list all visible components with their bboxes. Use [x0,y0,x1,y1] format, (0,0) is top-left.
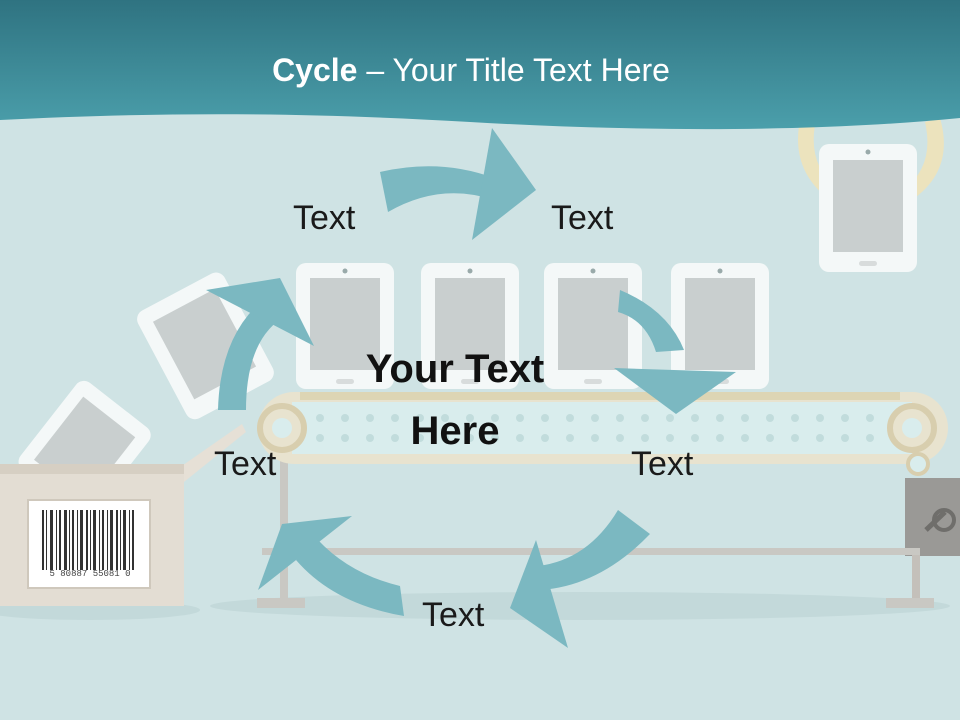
cycle-arrow-left-head [206,278,314,346]
cycle-arrow-bottom-right-head [510,540,568,648]
title-bold: Cycle [272,52,358,88]
center-text-line-2: Here [410,409,500,453]
tablet-device-4 [671,263,769,389]
cycle-arrow-right-head [614,368,736,414]
tablet-device-3 [544,263,642,389]
cycle-arrow-bottom-left [296,540,404,616]
step-label-3[interactable]: Text [631,445,694,483]
robot-claw [798,118,944,200]
conveyor-belt [257,392,948,476]
cycle-arrow-bottom-left-head [258,516,352,590]
tablet-device-1 [296,263,394,389]
step-label-2[interactable]: Text [551,199,614,237]
cycle-arrow-top-head [472,128,536,240]
step-label-4[interactable]: Text [422,596,485,634]
cycle-arrow-bottom-right [538,510,650,590]
title-dash: – [357,52,393,88]
cycle-arrow-left [218,296,282,410]
cycle-arrow-top [380,166,494,212]
tablets-on-belt [296,263,769,389]
title-rest: Your Title Text Here [392,52,670,88]
slide-title: Cycle – Your Title Text Here [0,52,942,89]
tablet-device-2 [421,263,519,389]
center-text-line-1: Your Text [365,347,545,391]
step-label-5[interactable]: Text [214,445,277,483]
cycle-arrows [206,128,736,648]
barcode-digits: 5 80887 55081 0 [49,569,131,579]
step-label-1[interactable]: Text [293,199,356,237]
shipping-box [0,380,246,606]
cycle-arrow-right [618,290,684,352]
hanging-tablet [819,144,917,272]
center-text[interactable]: Your Text Here [330,338,580,462]
machine [905,478,960,602]
title-banner [0,0,960,130]
floor-shadow [210,592,950,620]
